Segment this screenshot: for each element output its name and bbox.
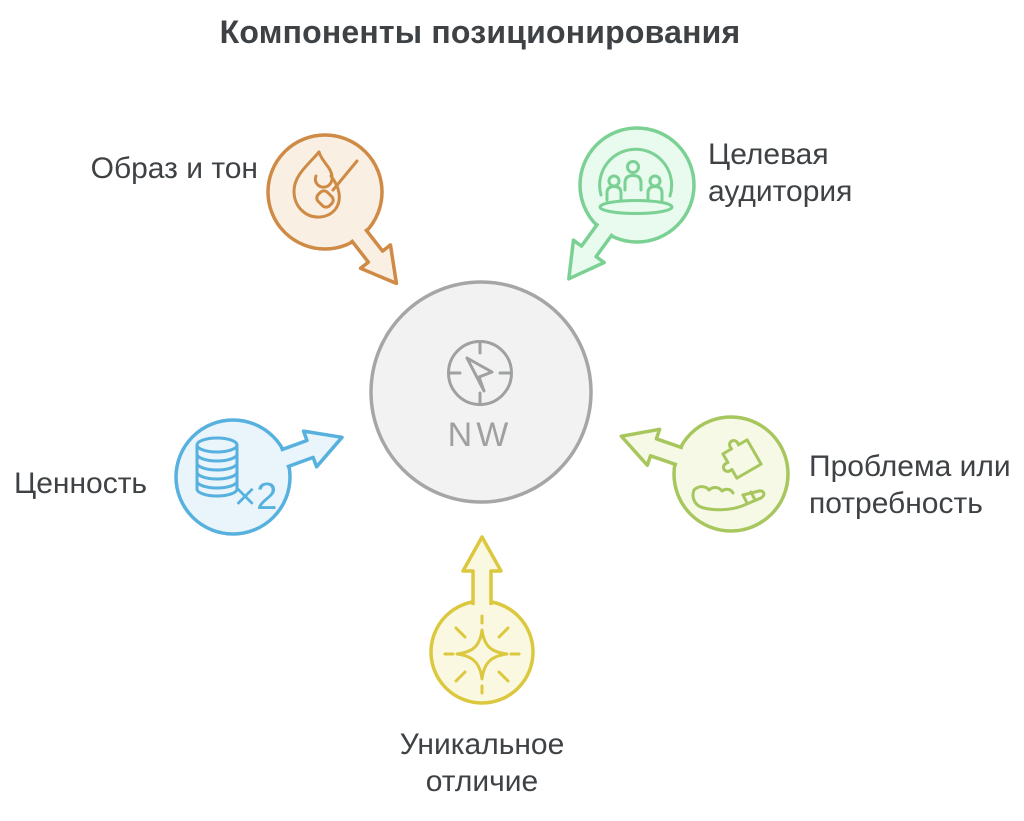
match-flame-icon [292,150,359,219]
label-image-tone: Образ и тон [90,152,258,185]
audience-icon [598,147,674,215]
label-target-audience: Целевая аудитория [708,138,853,208]
node-circle [672,415,790,533]
coin-stack-icon [195,436,239,498]
compass-icon [447,340,513,406]
sparkle-icon [443,614,521,695]
node-circle [578,126,696,244]
value-multiplier-badge: ×2 [234,476,277,518]
compass-direction-label: NW [448,416,513,454]
node-problem-need [619,415,790,533]
node-unique-difference [429,535,535,705]
arrow-to-center [461,535,503,605]
hand-puzzle-icon [691,438,766,512]
arrow-to-center [280,429,344,469]
arrow-to-center [349,227,399,286]
node-target-audience [567,126,696,281]
label-unique-difference: Уникальное отличие [399,728,565,798]
center-node: NW [369,280,593,504]
page-title: Компоненты позиционирования [219,14,741,50]
node-image-tone [266,133,399,286]
label-value: Ценность [14,467,148,500]
arrow-to-center [619,427,684,468]
arrow-to-center [567,222,614,281]
label-problem-need: Проблема или потребность [809,450,1011,520]
node-value: ×2 [174,418,344,536]
